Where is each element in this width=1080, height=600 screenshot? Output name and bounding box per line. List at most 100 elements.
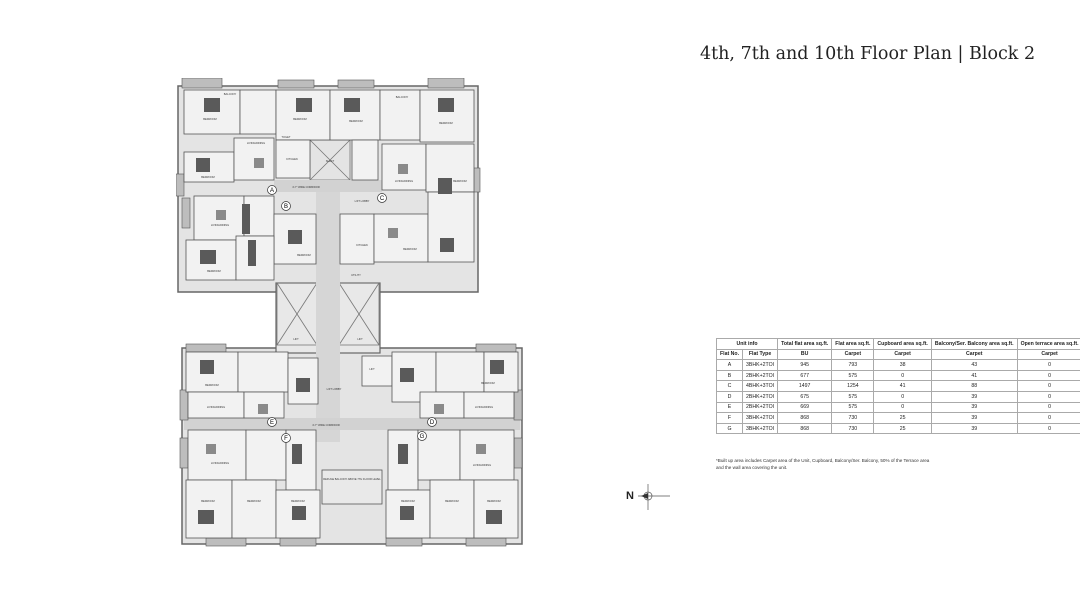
- table-cell: 730: [831, 422, 875, 435]
- table-cell: 0: [1016, 422, 1080, 435]
- room-label: KITCHEN: [356, 243, 368, 247]
- room-label: LIVING/DINING: [211, 461, 229, 465]
- table-header: BU: [777, 348, 833, 361]
- room-label: BALCONY: [396, 95, 409, 99]
- room-label: BEDROOM: [201, 499, 214, 503]
- room-label: BEDROOM: [207, 269, 220, 273]
- marker-g: G: [420, 434, 425, 440]
- table-cell: 677: [777, 369, 833, 382]
- table-cell: 41: [930, 369, 1018, 382]
- room-label: LIVING/DINING: [473, 463, 491, 467]
- room-label: LIFT LOBBY: [355, 199, 370, 203]
- table-subheader-row: Flat No. Flat Type BU Carpet Carpet Carp…: [715, 348, 1080, 361]
- room-label: BEDROOM: [487, 499, 500, 503]
- table-header: Carpet: [831, 348, 875, 361]
- room-label: LIVING/DINING: [247, 141, 265, 145]
- table-header: Open terrace area sq.ft.: [1016, 338, 1080, 350]
- table-cell: 0: [873, 390, 932, 403]
- table-cell: F: [715, 412, 744, 424]
- compass-label: N: [626, 490, 634, 502]
- table-cell: 2BHK+2TOI: [742, 369, 779, 382]
- table-cell: 25: [873, 422, 932, 435]
- table-cell: 3BHK+2TOI: [742, 359, 779, 371]
- table-cell: 575: [831, 369, 875, 382]
- room-label: BEDROOM: [481, 381, 494, 385]
- room-label: LIFT: [357, 337, 363, 341]
- table-header: Total flat area sq.ft.: [777, 338, 833, 350]
- room-label: BEDROOM: [293, 117, 306, 121]
- table-cell: 675: [777, 390, 833, 403]
- table-row: F 3BHK+2TOI 868 730 25 39 0: [715, 412, 1080, 424]
- table-header: Flat No.: [715, 348, 744, 361]
- table-cell: 575: [831, 390, 875, 403]
- marker-a: A: [270, 188, 274, 194]
- table-header: Cupboard area sq.ft.: [873, 338, 932, 350]
- marker-f: F: [284, 436, 288, 442]
- table-cell: 88: [930, 380, 1018, 392]
- room-label: BALCONY: [224, 92, 237, 96]
- room-label: BEDROOM: [205, 383, 218, 387]
- table-row: D 2BHK+2TOI 675 575 0 39 0: [715, 390, 1080, 403]
- table-cell: 2BHK+2TOI: [742, 390, 779, 403]
- room-label: REFUGE BALCONY ABOVE 7TH FLOOR LEVEL: [323, 477, 381, 481]
- table-header: Flat Type: [742, 348, 779, 361]
- room-label: UTILITY: [351, 273, 361, 277]
- table-cell: 39: [930, 401, 1018, 414]
- room-label: BEDROOM: [439, 121, 452, 125]
- room-label: BEDROOM: [445, 499, 458, 503]
- table-cell: B: [715, 369, 744, 382]
- table-cell: 0: [873, 401, 932, 414]
- table-cell: 0: [1016, 359, 1080, 371]
- table-header: Flat area sq.ft.: [831, 338, 875, 350]
- room-label: BEDROOM: [203, 117, 216, 121]
- table-cell: 669: [777, 401, 833, 414]
- marker-c: C: [380, 196, 385, 202]
- table-cell: 0: [1016, 401, 1080, 414]
- corridor-bottom: [184, 418, 520, 430]
- table-cell: 730: [831, 412, 875, 424]
- refuge-balcony: [321, 469, 383, 505]
- table-cell: 0: [1016, 369, 1080, 382]
- room-label: BEDROOM: [401, 499, 414, 503]
- table-header: Carpet: [930, 348, 1018, 361]
- table-row: G 3BHK+2TOI 868 730 25 39 0: [715, 422, 1080, 435]
- room-label: LIFT LOBBY: [327, 387, 342, 391]
- page-title: 4th, 7th and 10th Floor Plan | Block 2: [700, 44, 1036, 64]
- room-label: LIFT: [369, 367, 375, 371]
- table-cell: 3BHK+2TOI: [742, 412, 779, 424]
- table-cell: 2BHK+2TOI: [742, 401, 779, 414]
- room-label: LIVING/DINING: [207, 405, 225, 409]
- table-header: Carpet: [873, 348, 932, 361]
- table-header-row: Unit info Total flat area sq.ft. Flat ar…: [715, 338, 1080, 350]
- table-cell: 0: [873, 369, 932, 382]
- unit-info-table: Unit info Total flat area sq.ft. Flat ar…: [715, 338, 1080, 435]
- table-row: E 2BHK+2TOI 669 575 0 39 0: [715, 401, 1080, 414]
- table-cell: 41: [873, 380, 932, 392]
- table-header: Balcony/Ser. Balcony area sq.ft.: [930, 338, 1018, 350]
- table-cell: 868: [777, 422, 833, 435]
- room-label: SHAFT: [326, 159, 335, 163]
- room-label: LIFT: [293, 337, 299, 341]
- room-label: BEDROOM: [453, 179, 466, 183]
- room-label: LIVING/DINING: [395, 179, 413, 183]
- room-label: BEDROOM: [349, 119, 362, 123]
- table-header: Unit info: [715, 338, 779, 350]
- room-label: KITCHEN: [286, 157, 298, 161]
- table-cell: 945: [777, 359, 833, 371]
- room-label: LIVING/DINING: [211, 223, 229, 227]
- table-cell: 0: [1016, 380, 1080, 392]
- room-label: TOILET: [281, 135, 290, 139]
- marker-b: B: [284, 204, 288, 210]
- table-cell: 38: [873, 359, 932, 371]
- room-label: 4'-7" WIDE CORRIDOR: [312, 423, 340, 427]
- table-row: C 4BHK+3TOI 1497 1254 41 88 0: [715, 380, 1080, 392]
- footnote-line: *Built up area includes Carpet area of t…: [716, 458, 930, 463]
- room-label: BEDROOM: [403, 247, 416, 251]
- marker-d: D: [430, 420, 435, 426]
- table-cell: G: [715, 422, 744, 435]
- corridor-vertical: [316, 192, 340, 442]
- corridor-top: [274, 180, 382, 192]
- table-cell: 3BHK+2TOI: [742, 422, 779, 435]
- room-label: BEDROOM: [247, 499, 260, 503]
- table-cell: C: [715, 380, 744, 392]
